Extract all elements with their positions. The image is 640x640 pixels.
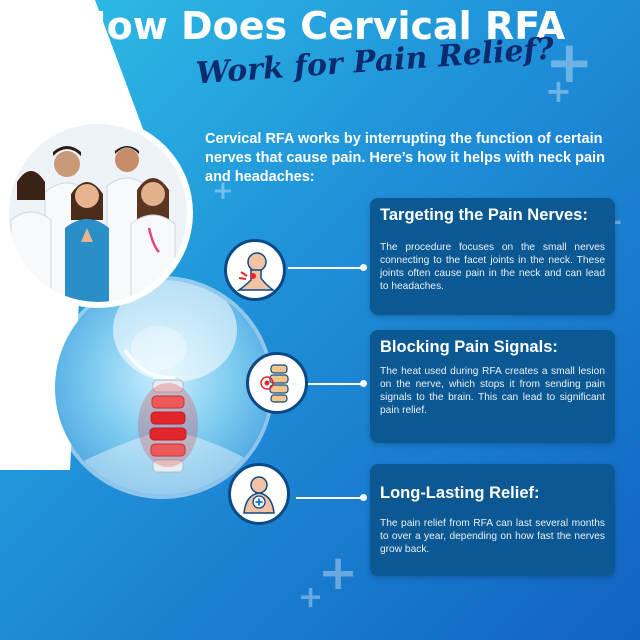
connector-line <box>296 497 363 499</box>
card-heading: Blocking Pain Signals: <box>380 338 558 356</box>
plus-decoration-icon: + <box>545 28 594 96</box>
info-card-targeting: Targeting the Pain Nerves: The procedure… <box>370 198 615 315</box>
spine-vertebrae-icon <box>246 352 308 414</box>
doctor-figure <box>10 171 52 302</box>
spine-xray-graphic <box>65 280 265 495</box>
card-body: The procedure focuses on the small nerve… <box>380 242 605 292</box>
info-card-blocking: Blocking Pain Signals: The heat used dur… <box>370 330 615 443</box>
plus-decoration-icon: + <box>298 580 324 615</box>
plus-decoration-icon: + <box>212 176 234 206</box>
plus-decoration-icon: + <box>318 545 359 601</box>
connector-dot <box>360 380 367 387</box>
page-title: How Does Cervical RFA <box>74 4 566 48</box>
card-body: The heat used during RFA creates a small… <box>380 366 605 416</box>
medical-team-illustration <box>9 124 187 302</box>
neck-pain-icon <box>224 239 286 301</box>
connector-dot <box>360 494 367 501</box>
patient-back-relief-icon <box>228 463 290 525</box>
medical-team-photo <box>3 118 193 308</box>
cervical-spine-illustration <box>55 280 270 495</box>
intro-paragraph: Cervical RFA works by interrupting the f… <box>205 131 605 185</box>
connector-line <box>288 267 363 269</box>
card-heading: Targeting the Pain Nerves: <box>380 206 588 224</box>
nurse-figure <box>65 182 109 302</box>
plus-decoration-icon: + <box>545 72 572 110</box>
connector-dot <box>360 264 367 271</box>
card-heading: Long-Lasting Relief: <box>380 484 540 502</box>
connector-line <box>308 383 363 385</box>
card-body: The pain relief from RFA can last severa… <box>380 518 605 555</box>
info-card-lasting: Long-Lasting Relief: The pain relief fro… <box>370 464 615 576</box>
